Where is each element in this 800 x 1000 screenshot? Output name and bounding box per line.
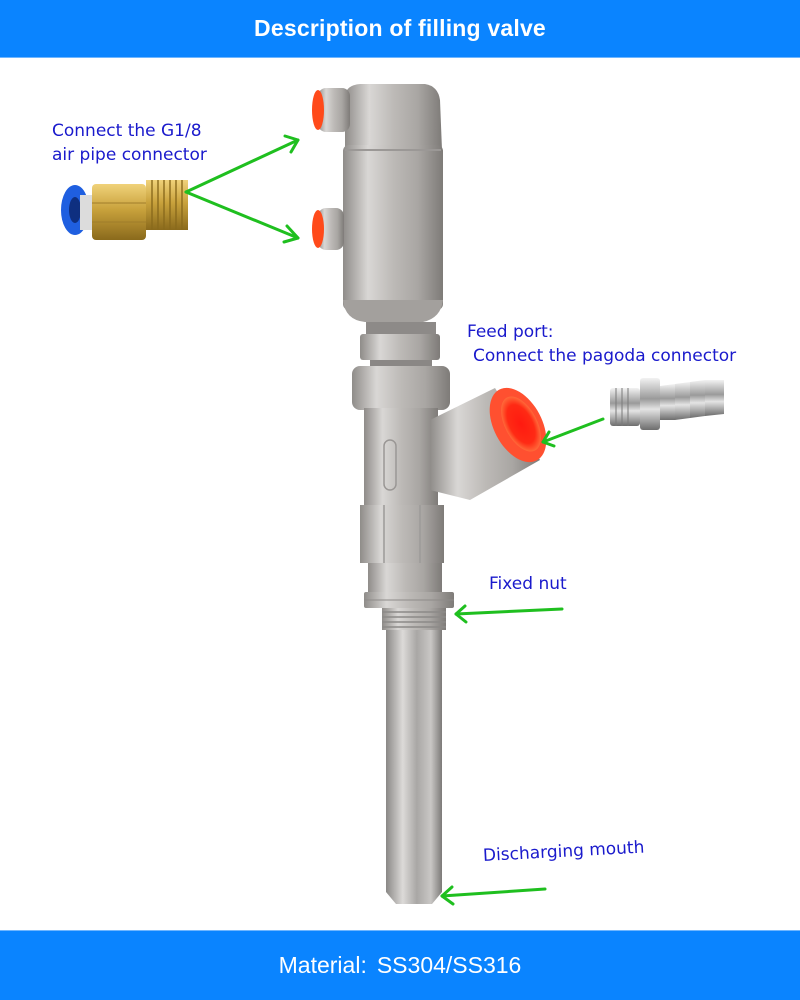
header-banner: Description of filling valve (0, 0, 800, 58)
feed-port-callout-line2: Connect the pagoda connector (473, 346, 737, 366)
material-label: Material: (278, 952, 367, 978)
filling-valve-icon (312, 84, 547, 904)
green-arrow-icon (184, 134, 605, 906)
page-title: Description of filling valve (254, 15, 546, 41)
air-pipe-callout-line1: Connect the G1/8 (52, 121, 202, 141)
pagoda-connector-icon (610, 378, 724, 430)
material-value: SS304/SS316 (376, 952, 522, 978)
fixed-nut-callout: Fixed nut (489, 574, 567, 594)
feed-port-callout-line1: Feed port: (467, 322, 554, 342)
air-pipe-callout: Connect the G1/8 air pipe connector (52, 119, 207, 167)
material-info: Material: SS304/SS316 (279, 952, 522, 979)
footer-banner: Material: SS304/SS316 (0, 930, 800, 1000)
air-pipe-callout-line2: air pipe connector (52, 145, 207, 165)
feed-port-callout: Feed port: Connect the pagoda connector (467, 320, 736, 368)
air-pipe-connector-icon (61, 180, 188, 240)
valve-diagram: Connect the G1/8 air pipe connector Feed… (0, 58, 800, 930)
